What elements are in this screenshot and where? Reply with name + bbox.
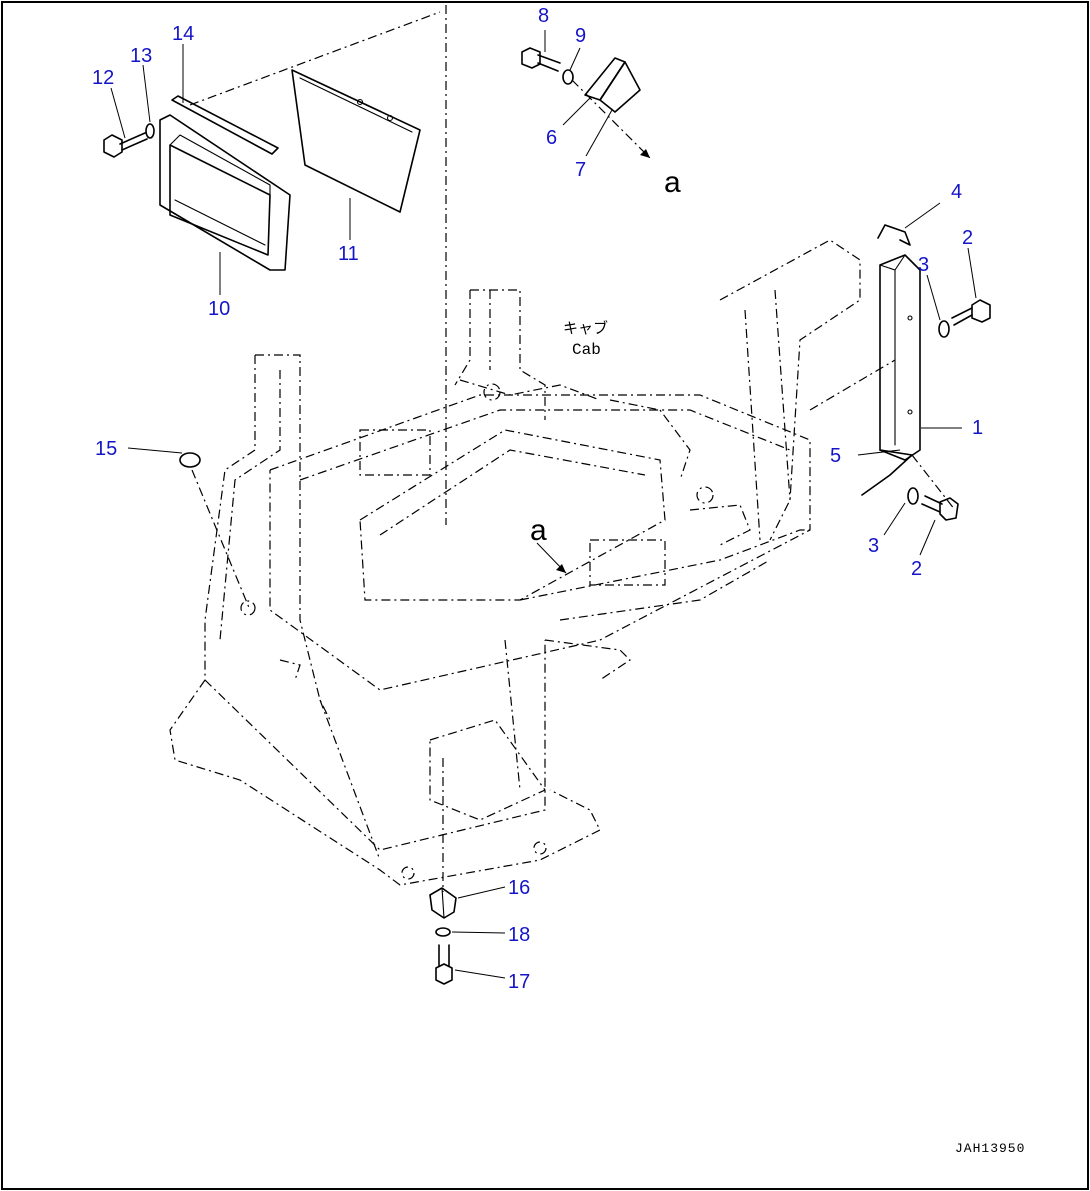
- part-13-washer: [145, 123, 155, 139]
- callout-9: 9: [575, 25, 586, 47]
- callout-11: 11: [338, 243, 359, 265]
- callout-14: 14: [172, 23, 194, 45]
- reference-a-frame: a: [530, 514, 547, 547]
- callout-18: 18: [508, 924, 530, 946]
- part-7-plate: [599, 61, 641, 113]
- part-8-bolt: [521, 47, 561, 72]
- bracket-lower-line: [911, 454, 956, 511]
- callout-8: 8: [538, 5, 549, 27]
- callout-7: 7: [575, 159, 586, 181]
- cab-label-en: Cab: [572, 341, 601, 359]
- part-14-strip: [171, 95, 279, 155]
- part-2-bolt-upper: [951, 299, 991, 326]
- callout-15: 15: [95, 438, 117, 460]
- callout-numbers: 1 2 2 3 3 4 5 6 7 8 9 10 11 12 13 14 15 …: [92, 5, 983, 993]
- part-4-clip: [877, 224, 911, 246]
- arrow-a-frame-head: [556, 564, 566, 573]
- callout-10: 10: [208, 298, 230, 320]
- callout-6: 6: [546, 127, 557, 149]
- callout-3-upper: 3: [918, 254, 929, 276]
- callout-4: 4: [951, 181, 962, 203]
- part-2-bolt-lower: [921, 495, 959, 521]
- callout-13: 13: [130, 45, 152, 67]
- callout-5: 5: [830, 445, 841, 467]
- arrow-a-head: [640, 149, 650, 158]
- callout-17: 17: [508, 971, 530, 993]
- part-16-stopper: [429, 887, 457, 919]
- callout-3-lower: 3: [868, 535, 879, 557]
- callout-12: 12: [92, 67, 114, 89]
- part-18-washer: [435, 927, 451, 937]
- leader-lines: [110, 30, 977, 979]
- reference-a-top: a: [664, 166, 681, 199]
- part-3-washer-lower: [907, 487, 919, 505]
- part-3-washer-upper: [938, 320, 950, 338]
- drawing-number: JAH13950: [955, 1141, 1025, 1156]
- part-10-cover-box: [159, 114, 291, 271]
- part-17-bolt: [435, 944, 453, 985]
- chassis-frame: [169, 239, 861, 886]
- cover-projection-line: [189, 11, 441, 106]
- part-15-cap: [179, 452, 201, 468]
- cab-label-jp: キャブ: [563, 319, 608, 337]
- part-11-panel: [291, 69, 421, 213]
- part-1-bracket: [861, 254, 921, 496]
- callout-1: 1: [972, 417, 983, 439]
- callout-16: 16: [508, 877, 530, 899]
- callout-2-upper: 2: [962, 227, 973, 249]
- part-12-bolt: [103, 132, 148, 158]
- callout-2-lower: 2: [911, 558, 922, 580]
- cap-line: [191, 469, 251, 611]
- part-9-washer: [562, 69, 574, 85]
- bracket-projection-line: [809, 359, 896, 411]
